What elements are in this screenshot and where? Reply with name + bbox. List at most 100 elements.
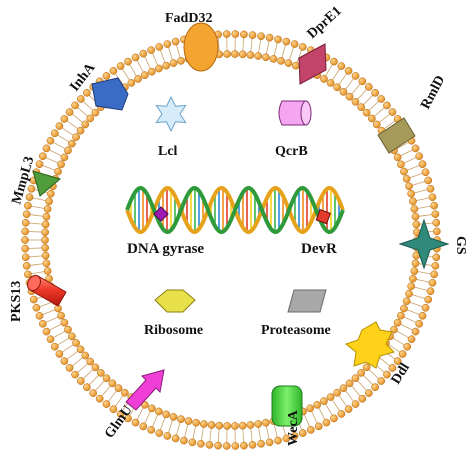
lipid-head bbox=[262, 418, 270, 427]
lipid-head bbox=[364, 83, 373, 91]
lipid-head bbox=[397, 160, 405, 169]
lipid-head bbox=[351, 97, 360, 106]
lcl-star-icon bbox=[155, 95, 187, 133]
lipid-head bbox=[89, 389, 98, 397]
lipid-head bbox=[388, 108, 397, 116]
lipid-head bbox=[38, 319, 47, 328]
lipid-head bbox=[139, 49, 148, 58]
lipid-head bbox=[238, 50, 247, 59]
glmu-protein bbox=[125, 369, 165, 411]
lipid-head bbox=[393, 153, 402, 162]
lipid-head bbox=[21, 236, 29, 244]
lipid-head bbox=[21, 253, 30, 262]
lipid-head bbox=[25, 193, 34, 202]
lipid-head bbox=[397, 311, 405, 320]
lipid-head bbox=[398, 350, 407, 358]
lipid-head bbox=[431, 261, 440, 270]
lipid-head bbox=[109, 66, 118, 75]
lipid-head bbox=[314, 422, 323, 431]
lipid-head bbox=[320, 397, 328, 405]
lipid-head bbox=[72, 339, 80, 347]
lipid-head bbox=[402, 174, 411, 183]
dpre1-label: DprE1 bbox=[305, 4, 345, 42]
lipid-head bbox=[298, 43, 307, 51]
lipid-head bbox=[86, 357, 95, 366]
lipid-head bbox=[22, 261, 31, 270]
lipid-head bbox=[81, 351, 90, 360]
lipid-head bbox=[55, 350, 64, 358]
lipid-head bbox=[282, 37, 291, 46]
lipid-head bbox=[38, 152, 47, 161]
lipid-head bbox=[108, 379, 117, 388]
lipid-head bbox=[91, 363, 100, 372]
lipid-head bbox=[240, 30, 248, 39]
lipid-head bbox=[76, 95, 85, 103]
lipid-head bbox=[162, 61, 171, 70]
lipid-head bbox=[277, 57, 285, 65]
lipid-head bbox=[431, 210, 440, 219]
lipid-head bbox=[393, 318, 402, 327]
lipid-head bbox=[432, 227, 441, 236]
lipid-head bbox=[35, 311, 44, 320]
lipid-head bbox=[269, 55, 278, 63]
lipid-head bbox=[415, 152, 424, 161]
lipid-head bbox=[246, 51, 255, 59]
lipid-head bbox=[155, 43, 164, 51]
lipid-head bbox=[171, 434, 180, 443]
lipid-head bbox=[60, 153, 69, 162]
dna-double-helix-icon bbox=[125, 185, 345, 235]
lipid-head bbox=[192, 418, 200, 427]
lipid-head bbox=[344, 66, 353, 75]
lipid-head bbox=[362, 108, 371, 117]
lipid-head bbox=[254, 52, 263, 60]
weca-label: WecA bbox=[286, 409, 301, 446]
ribosome-icon bbox=[154, 289, 196, 313]
lipid-head bbox=[60, 357, 69, 365]
lipid-head bbox=[238, 421, 247, 430]
lipid-head bbox=[42, 259, 51, 268]
lipid-head bbox=[46, 189, 55, 198]
lipid-head bbox=[424, 176, 433, 185]
lipid-head bbox=[54, 167, 62, 176]
lipid-head bbox=[64, 325, 72, 334]
lipid-head bbox=[257, 32, 265, 41]
lipid-head bbox=[50, 129, 59, 138]
lipid-head bbox=[42, 327, 51, 336]
lipid-head bbox=[337, 410, 346, 418]
ribosome-label: Ribosome bbox=[144, 323, 203, 338]
lipid-head bbox=[169, 59, 178, 67]
lipid-head bbox=[432, 253, 441, 262]
lipid-head bbox=[114, 384, 123, 393]
lipid-head bbox=[32, 303, 41, 312]
lipid-head bbox=[60, 115, 69, 123]
lipid-head bbox=[383, 101, 391, 110]
lipid-head bbox=[313, 400, 322, 409]
lipid-head bbox=[405, 182, 413, 191]
lipid-head bbox=[41, 220, 50, 229]
lipid-head bbox=[377, 377, 386, 385]
lipid-head bbox=[421, 303, 430, 312]
lipid-head bbox=[29, 295, 38, 304]
lipid-head bbox=[163, 40, 172, 48]
qcrb-icon bbox=[278, 100, 312, 126]
lipid-head bbox=[27, 184, 36, 193]
lipid-head bbox=[102, 374, 111, 383]
proteasome-label: Proteasome bbox=[261, 323, 331, 338]
rmld-label: RmlD bbox=[418, 73, 448, 112]
lipid-head bbox=[81, 120, 90, 129]
lipid-head bbox=[162, 410, 171, 419]
devr-icon bbox=[315, 208, 331, 225]
lipid-head bbox=[400, 167, 408, 176]
lipid-head bbox=[330, 57, 338, 66]
lipid-head bbox=[102, 400, 111, 408]
lipid-head bbox=[411, 144, 420, 153]
lipid-head bbox=[131, 53, 140, 62]
lipid-head bbox=[333, 388, 342, 397]
lipid-head bbox=[357, 369, 365, 377]
lipid-head bbox=[432, 218, 441, 227]
lipid-head bbox=[265, 438, 274, 447]
lipid-head bbox=[147, 404, 156, 413]
lipid-head bbox=[120, 388, 129, 397]
lipid-head bbox=[357, 103, 365, 111]
lipid-head bbox=[50, 342, 59, 351]
